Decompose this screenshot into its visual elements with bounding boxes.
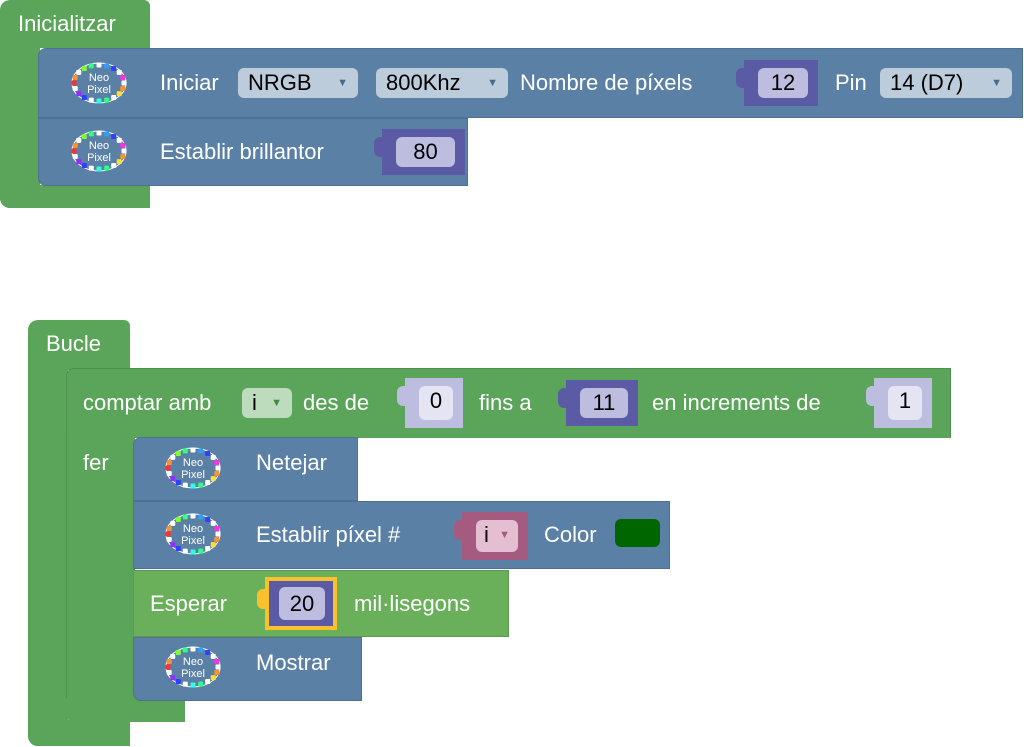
pixel-variable-field[interactable]: i▼: [476, 520, 518, 552]
svg-text:Neo: Neo: [183, 656, 203, 668]
wait-number-block[interactable]: 20: [257, 577, 337, 630]
svg-text:Pixel: Pixel: [181, 469, 205, 481]
init-hat-bottom: [0, 185, 150, 208]
step-label: en increments de: [652, 390, 821, 415]
step-number-field[interactable]: 1: [888, 386, 922, 420]
wait-label: Esperar: [150, 591, 228, 616]
set-pixel-label: Establir píxel #: [256, 522, 401, 547]
step-number-block[interactable]: 1: [866, 378, 932, 428]
count-number-block[interactable]: 12: [736, 60, 818, 106]
begin-label: Iniciar: [160, 70, 219, 95]
pin-dropdown[interactable]: 14 (D7) ▼: [880, 68, 1012, 98]
dropdown-arrow-icon: ▼: [487, 77, 498, 89]
dropdown-arrow-icon: ▼: [991, 77, 1002, 89]
for-loop-bottom: [66, 698, 185, 722]
svg-text:Neo: Neo: [89, 140, 109, 152]
dropdown-arrow-icon: ▼: [499, 529, 510, 541]
from-number-block[interactable]: 0: [397, 378, 463, 428]
brightness-number-field[interactable]: 80: [396, 137, 455, 167]
svg-text:Pixel: Pixel: [87, 152, 111, 164]
pin-dropdown-value: 14 (D7): [890, 70, 964, 95]
freq-dropdown-value: 800Khz: [386, 70, 461, 95]
from-number-field[interactable]: 0: [419, 386, 453, 420]
svg-text:Pixel: Pixel: [181, 668, 205, 680]
color-picker-swatch[interactable]: [615, 519, 660, 547]
for-variable-value: i: [252, 390, 257, 415]
for-loop-block[interactable]: [66, 368, 951, 438]
svg-text:Neo: Neo: [183, 523, 203, 535]
freq-dropdown[interactable]: 800Khz ▼: [376, 68, 508, 98]
wait-unit-label: mil·lisegons: [354, 591, 471, 616]
show-label: Mostrar: [256, 650, 331, 675]
to-number-block[interactable]: 11: [558, 380, 638, 426]
pin-label: Pin: [835, 70, 867, 95]
svg-text:Pixel: Pixel: [87, 84, 111, 96]
to-label: fins a: [479, 390, 532, 415]
clear-label: Netejar: [256, 450, 327, 475]
loop-hat-spine: [28, 360, 68, 746]
pixel-variable-block[interactable]: i▼: [454, 512, 528, 560]
for-loop-spine: [66, 430, 135, 720]
type-dropdown[interactable]: NRGB ▼: [238, 68, 358, 98]
init-hat-spine: [0, 40, 40, 208]
loop-hat-bottom: [28, 720, 130, 746]
svg-text:Neo: Neo: [89, 72, 109, 84]
dropdown-arrow-icon: ▼: [271, 397, 282, 409]
pixel-variable-value: i: [484, 522, 489, 547]
to-number-field[interactable]: 11: [580, 388, 628, 418]
dropdown-arrow-icon: ▼: [337, 77, 348, 89]
type-dropdown-value: NRGB: [248, 70, 312, 95]
count-label: Nombre de píxels: [520, 70, 693, 95]
for-label: comptar amb: [83, 390, 212, 415]
neopixel-set-pixel-block[interactable]: [133, 501, 670, 569]
color-label: Color: [544, 522, 597, 547]
wait-number-field[interactable]: 20: [279, 587, 325, 620]
do-label: fer: [83, 450, 109, 475]
svg-text:Pixel: Pixel: [181, 535, 205, 547]
from-label: des de: [303, 390, 370, 415]
init-title: Inicialitzar: [18, 11, 116, 36]
neopixel-begin-block[interactable]: [38, 48, 1023, 118]
loop-title: Bucle: [46, 331, 102, 356]
svg-text:Neo: Neo: [183, 457, 203, 469]
count-number-field[interactable]: 12: [758, 68, 808, 98]
brightness-label: Establir brillantor: [160, 139, 324, 164]
for-variable-dropdown[interactable]: i▼: [242, 388, 292, 418]
brightness-number-block[interactable]: 80: [374, 129, 465, 175]
